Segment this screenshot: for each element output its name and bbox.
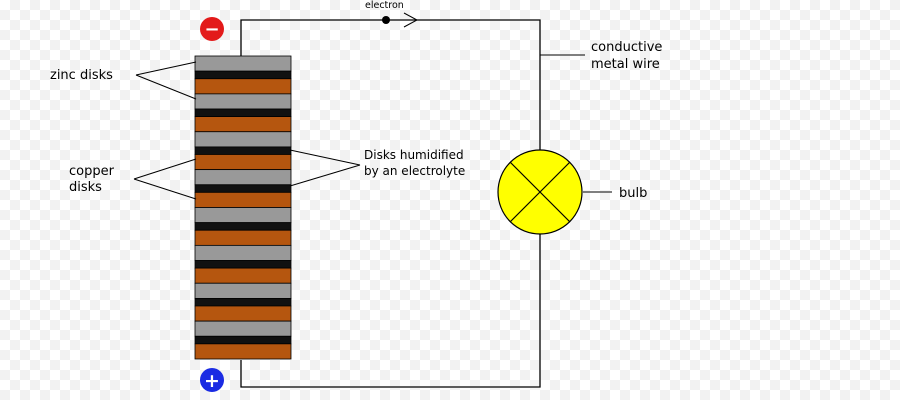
leader-lines: [133, 54, 612, 200]
copper-disks-label-line2: disks: [69, 180, 102, 195]
copper-disk: [194, 154, 292, 171]
copper-disk: [194, 267, 292, 284]
copper-disks-label-line1: copper: [69, 164, 115, 179]
electrolyte-disk: [194, 335, 292, 345]
electrolyte-leader-top: [289, 149, 361, 166]
electrolyte-label-line2: by an electrolyte: [364, 164, 465, 178]
conductive-wire: [240, 19, 541, 152]
zinc-disk: [194, 55, 292, 72]
zinc-disk: [194, 207, 292, 224]
copper-disk: [194, 78, 292, 95]
conductive-wire-label-line1: conductive: [591, 40, 662, 55]
bulb-label: bulb: [619, 186, 647, 201]
zinc-disk: [194, 320, 292, 337]
zinc-disk: [194, 169, 292, 186]
disk-stack: [194, 55, 292, 360]
electrolyte-leader-bottom: [289, 164, 361, 187]
zinc-leader-top: [135, 61, 197, 76]
copper-disk: [194, 305, 292, 322]
zinc-disk: [194, 93, 292, 110]
copper-leader-bottom: [133, 178, 197, 200]
electrolyte-disk: [194, 260, 292, 269]
bulb-icon: [497, 149, 583, 235]
electron-dot: [382, 16, 390, 24]
zinc-disk: [194, 282, 292, 299]
electrolyte-disk: [194, 108, 292, 118]
positive-terminal-icon: [200, 368, 224, 392]
zinc-leader-bottom: [135, 74, 197, 100]
copper-disk: [194, 343, 292, 360]
electrolyte-disk: [194, 222, 292, 231]
electrolyte-disk: [194, 184, 292, 193]
conductive-wire-lower: [240, 232, 541, 388]
zinc-disks-label: zinc disks: [50, 68, 113, 83]
electron-label: electron: [365, 0, 404, 11]
copper-disk: [194, 229, 292, 246]
electrolyte-label-line1: Disks humidified: [364, 148, 464, 162]
negative-terminal-sign: −: [204, 19, 219, 40]
electron-arrow-icon: [403, 12, 419, 28]
electrolyte-disk: [194, 146, 292, 155]
copper-disk: [194, 191, 292, 208]
negative-terminal-icon: [200, 17, 224, 41]
electrolyte-disk: [194, 70, 292, 80]
copper-leader-top: [133, 158, 197, 180]
electrolyte-disk: [194, 297, 292, 307]
zinc-disk: [194, 244, 292, 261]
zinc-disk: [194, 131, 292, 148]
positive-terminal-sign: +: [204, 370, 220, 392]
conductive-wire-label-line2: metal wire: [591, 57, 660, 72]
copper-disk: [194, 116, 292, 133]
